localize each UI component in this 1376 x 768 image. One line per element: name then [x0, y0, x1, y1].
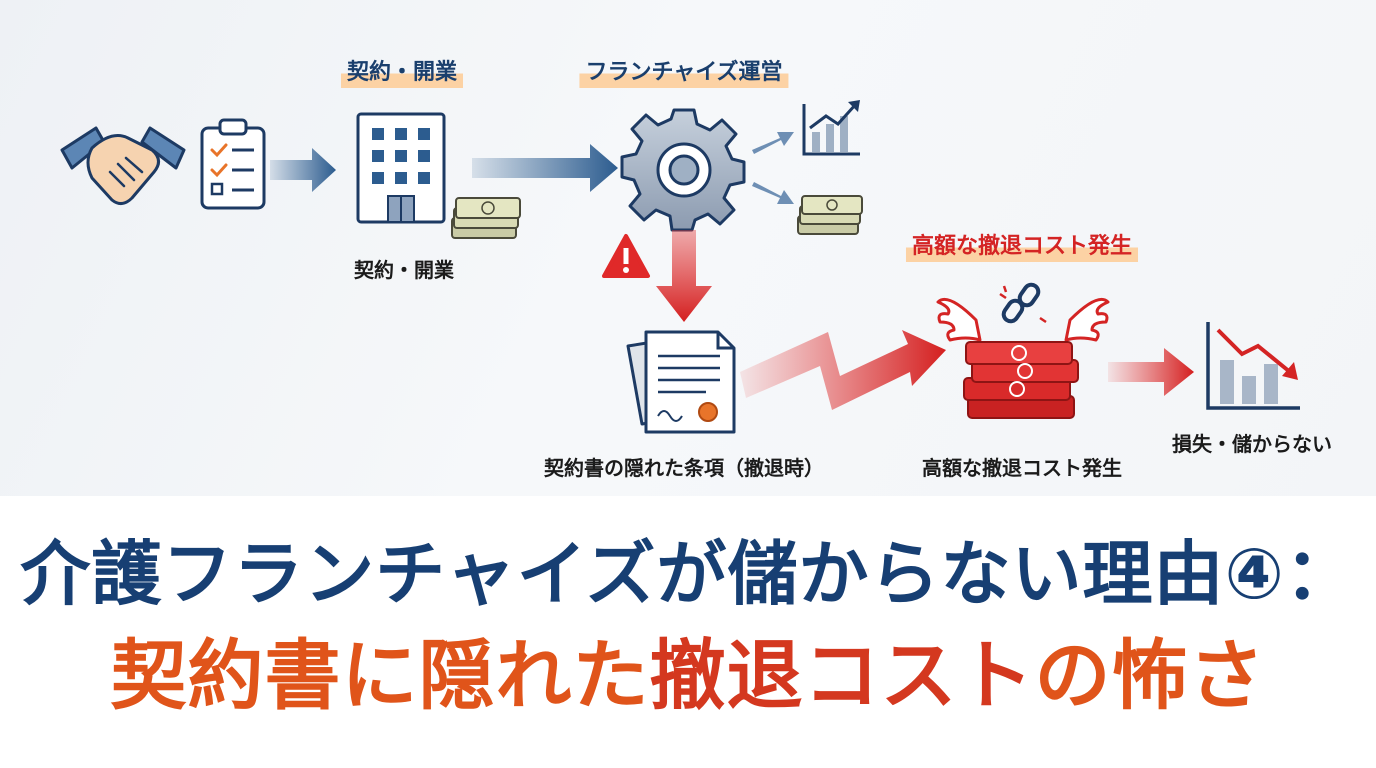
cash-stack-small-icon [797, 195, 863, 235]
caption-loss: 損失・儲からない [1172, 432, 1332, 456]
branch-arrow-up [752, 132, 794, 154]
stage-tag-cost: 高額な撤退コスト発生 [905, 232, 1139, 262]
risk-zigzag-arrow [740, 330, 946, 410]
headline-line-2-prefix: 契約書に隠れた [110, 631, 650, 720]
headline-block: 介護フランチャイズが儲からない理由④： 契約書に隠れた撤退コストの怖さ [0, 496, 1376, 768]
office-building-icon [356, 112, 446, 224]
declining-chart-icon [1206, 322, 1300, 410]
flow-arrow-to-franchise [472, 144, 618, 192]
checklist-clipboard-icon [200, 118, 266, 210]
flow-diagram: 契約・開業 フランチャイズ運営 高額な撤退コスト発生 契約・開業 契約書の隠れた… [0, 0, 1376, 496]
headline-line-1: 介護フランチャイズが儲からない理由④： [20, 533, 1356, 615]
warning-icon [602, 234, 650, 278]
growth-chart-icon [802, 100, 860, 156]
gear-icon [620, 108, 746, 232]
caption-cost: 高額な撤退コスト発生 [922, 456, 1122, 480]
caption-contract: 契約・開業 [354, 258, 454, 282]
stage-tag-franchise: フランチャイズ運営 [579, 58, 789, 88]
headline-line-2: 契約書に隠れた撤退コストの怖さ [0, 630, 1376, 728]
contract-document-icon [626, 330, 736, 434]
cash-stack-icon [451, 197, 521, 239]
diagram-canvas [60, 100, 1300, 434]
headline-line-2-suffix: の怖さ [1034, 631, 1266, 720]
headline-emphasis: 撤退コスト [643, 631, 1041, 728]
risk-arrow-down [656, 230, 712, 322]
handshake-icon [60, 126, 186, 205]
flow-arrow-to-office [270, 148, 336, 192]
risk-arrow-to-loss [1108, 348, 1194, 396]
branch-arrow-down [752, 182, 794, 204]
stage-tag-contract: 契約・開業 [340, 58, 464, 88]
caption-clause: 契約書の隠れた条項（撤退時） [544, 456, 824, 480]
flying-money-icon [936, 282, 1110, 419]
